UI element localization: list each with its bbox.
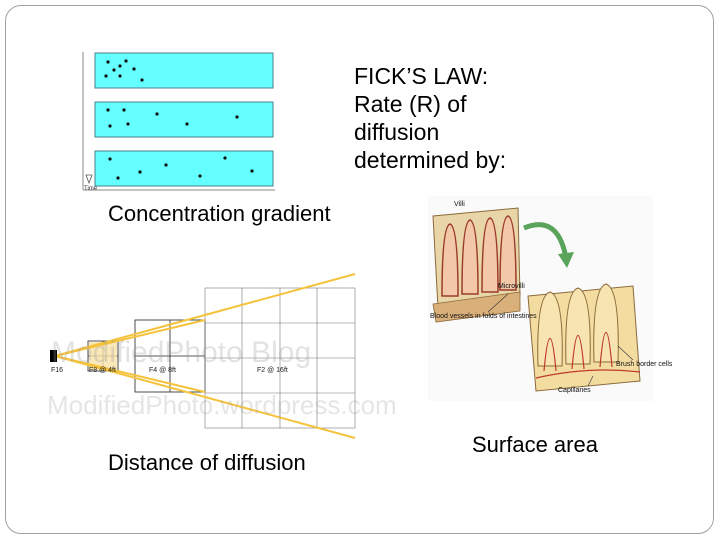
tube-1: [94, 52, 274, 89]
label-blood-vessels: Blood vessels in folds of intestines: [430, 313, 537, 320]
label-f2: F2 @ 16ft: [257, 367, 288, 374]
light-source-icon: [50, 350, 57, 362]
title-line-3: diffusion: [354, 119, 440, 145]
label-brush-border: Brush border cells: [616, 361, 673, 368]
tube-3: [94, 150, 274, 187]
label-microvilli: Microvilli: [498, 283, 525, 290]
title-line-2: Rate (R) of: [354, 91, 467, 117]
surface-area-figure: Villi Microvilli Blood vessels in folds …: [428, 196, 673, 401]
label-surface-area: Surface area: [472, 432, 598, 457]
watermark-line-2: ModifiedPhoto.wordpress.com: [47, 390, 397, 420]
label-f16: F16: [51, 367, 63, 374]
label-distance-of-diffusion: Distance of diffusion: [108, 450, 306, 475]
label-capillaries: Capillaries: [558, 387, 591, 394]
concentration-gradient-figure: Time: [82, 52, 275, 192]
tube-2: [94, 101, 274, 138]
label-f8: F8 @ 4ft: [89, 367, 116, 374]
time-axis-label: Time: [84, 186, 98, 192]
zoom-arrow-icon: [523, 222, 569, 259]
title-line-4: determined by:: [354, 147, 507, 173]
title-line-1: FICK’S LAW:: [354, 63, 489, 89]
particle-dots: [104, 59, 254, 180]
label-concentration-gradient: Concentration gradient: [108, 201, 331, 226]
label-villi: Villi: [454, 201, 465, 208]
down-arrow-icon: [85, 174, 93, 185]
slide-title: FICK’S LAW: Rate (R) of diffusion determ…: [354, 62, 506, 174]
light-rays: [54, 273, 356, 439]
distance-diffusion-figure: ModifiedPhoto Blog ModifiedPhoto.wordpre…: [47, 273, 397, 439]
label-f4: F4 @ 8ft: [149, 367, 176, 374]
watermark-line-1: ModifiedPhoto Blog: [51, 336, 311, 369]
